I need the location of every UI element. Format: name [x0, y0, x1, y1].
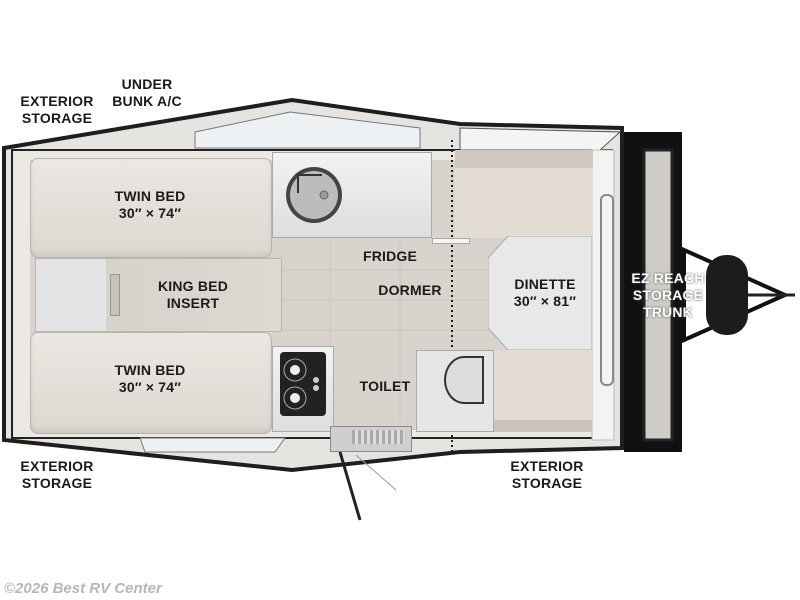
watermark: ©2026 Best RV Center [4, 580, 162, 597]
label-dinette: DINETTE 30″ × 81″ [513, 276, 577, 309]
fridge-handle [432, 238, 470, 244]
label-ez-reach-storage-trunk: EZ REACH STORAGE TRUNK [631, 270, 705, 320]
label-exterior-storage-top-left: EXTERIOR STORAGE [20, 93, 94, 126]
label-twin-bed-top: TWIN BED 30″ × 74″ [114, 188, 186, 221]
label-dormer: DORMER [378, 282, 442, 298]
dinette-table [488, 236, 592, 350]
toilet-bowl [444, 356, 484, 404]
label-twin-bed-bottom: TWIN BED 30″ × 74″ [114, 362, 186, 395]
step-grate [352, 430, 404, 444]
label-under-bunk-ac: UNDER BUNK A/C [112, 76, 182, 109]
twin-bed-bottom [30, 332, 272, 434]
sink-icon [286, 167, 342, 223]
label-exterior-storage-bottom-left: EXTERIOR STORAGE [20, 458, 94, 491]
stove-burner-icon [280, 352, 326, 416]
king-bed-handle [110, 274, 120, 316]
twin-bed-top [30, 158, 272, 258]
label-toilet: TOILET [359, 378, 411, 394]
label-king-bed-insert: KING BED INSERT [157, 278, 229, 311]
king-bed-insert-area [35, 258, 282, 332]
label-fridge: FRIDGE [362, 248, 418, 264]
label-exterior-storage-bottom-right: EXTERIOR STORAGE [510, 458, 584, 491]
